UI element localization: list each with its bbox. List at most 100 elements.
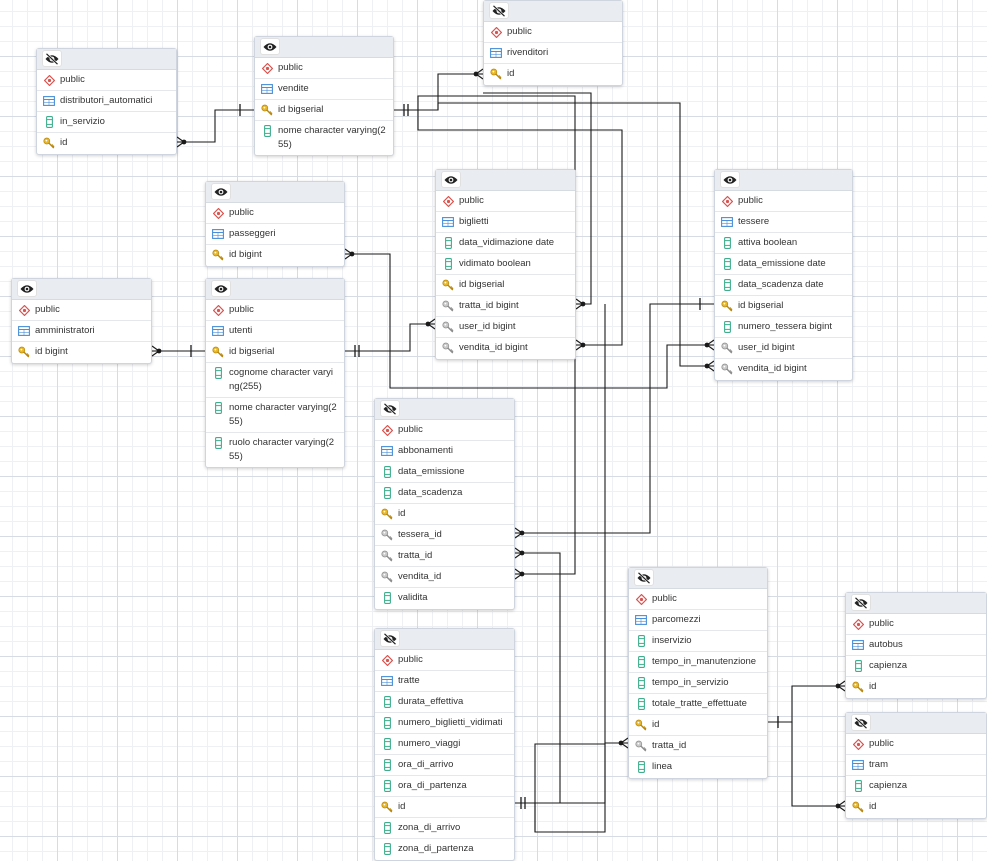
column-row[interactable]: ora_di_arrivo [375, 755, 514, 776]
eye-icon[interactable] [720, 171, 740, 188]
column-row[interactable]: id bigint [12, 342, 151, 363]
column-row[interactable]: tessera_id [375, 525, 514, 546]
column-row[interactable]: durata_effettiva [375, 692, 514, 713]
column-row[interactable]: id bigserial [206, 342, 344, 363]
table-name-row[interactable]: autobus [846, 635, 986, 656]
schema-row[interactable]: public [715, 191, 852, 212]
table-name-row[interactable]: abbonamenti [375, 441, 514, 462]
eye-slash-icon[interactable] [380, 630, 400, 647]
eye-slash-icon[interactable] [380, 400, 400, 417]
schema-row[interactable]: public [629, 589, 767, 610]
column-row[interactable]: tratta_id [375, 546, 514, 567]
column-row[interactable]: vendita_id bigint [436, 338, 575, 359]
column-row[interactable]: numero_biglietti_vidimati [375, 713, 514, 734]
table-name-row[interactable]: distributori_automatici [37, 91, 176, 112]
column-row[interactable]: id [37, 133, 176, 154]
column-row[interactable]: user_id bigint [715, 338, 852, 359]
column-row[interactable]: id [629, 715, 767, 736]
column-row[interactable]: vendita_id [375, 567, 514, 588]
column-row[interactable]: numero_tessera bigint [715, 317, 852, 338]
column-row[interactable]: data_scadenza date [715, 275, 852, 296]
table-name-row[interactable]: biglietti [436, 212, 575, 233]
column-row[interactable]: inservizio [629, 631, 767, 652]
column-row[interactable]: id [846, 677, 986, 698]
column-row[interactable]: data_scadenza [375, 483, 514, 504]
table-header[interactable] [436, 170, 575, 191]
column-row[interactable]: vendita_id bigint [715, 359, 852, 380]
column-row[interactable]: capienza [846, 656, 986, 677]
table-name-row[interactable]: amministratori [12, 321, 151, 342]
schema-row[interactable]: public [37, 70, 176, 91]
column-row[interactable]: id bigint [206, 245, 344, 266]
eye-icon[interactable] [441, 171, 461, 188]
schema-row[interactable]: public [846, 734, 986, 755]
column-row[interactable]: id bigserial [255, 100, 393, 121]
eye-slash-icon[interactable] [42, 50, 62, 67]
column-row[interactable]: id [846, 797, 986, 818]
table-header[interactable] [629, 568, 767, 589]
column-row[interactable]: nome character varying(255) [206, 398, 344, 433]
table-name-row[interactable]: passeggeri [206, 224, 344, 245]
column-row[interactable]: linea [629, 757, 767, 778]
table-name-row[interactable]: tram [846, 755, 986, 776]
schema-row[interactable]: public [206, 203, 344, 224]
eye-slash-icon[interactable] [489, 2, 509, 19]
column-row[interactable]: id [484, 64, 622, 85]
table-header[interactable] [375, 399, 514, 420]
table-header[interactable] [206, 279, 344, 300]
column-row[interactable]: tratta_id bigint [436, 296, 575, 317]
table-header[interactable] [846, 713, 986, 734]
column-row[interactable]: capienza [846, 776, 986, 797]
column-row[interactable]: id [375, 797, 514, 818]
column-row[interactable]: zona_di_arrivo [375, 818, 514, 839]
schema-row[interactable]: public [206, 300, 344, 321]
column-row[interactable]: id bigserial [715, 296, 852, 317]
column-row[interactable]: ora_di_partenza [375, 776, 514, 797]
column-row[interactable]: tempo_in_manutenzione [629, 652, 767, 673]
eye-slash-icon[interactable] [851, 594, 871, 611]
schema-row[interactable]: public [12, 300, 151, 321]
schema-row[interactable]: public [846, 614, 986, 635]
table-name-row[interactable]: rivenditori [484, 43, 622, 64]
table-header[interactable] [12, 279, 151, 300]
table-header[interactable] [255, 37, 393, 58]
column-row[interactable]: id bigserial [436, 275, 575, 296]
table-name-row[interactable]: utenti [206, 321, 344, 342]
column-row[interactable]: totale_tratte_effettuate [629, 694, 767, 715]
table-header[interactable] [484, 1, 622, 22]
table-header[interactable] [206, 182, 344, 203]
table-header[interactable] [846, 593, 986, 614]
table-name-row[interactable]: vendite [255, 79, 393, 100]
eye-slash-icon[interactable] [634, 569, 654, 586]
eye-slash-icon[interactable] [851, 714, 871, 731]
column-row[interactable]: zona_di_partenza [375, 839, 514, 860]
column-row[interactable]: nome character varying(255) [255, 121, 393, 155]
schema-row[interactable]: public [436, 191, 575, 212]
schema-row[interactable]: public [484, 22, 622, 43]
column-row[interactable]: numero_viaggi [375, 734, 514, 755]
eye-icon[interactable] [211, 183, 231, 200]
schema-row[interactable]: public [375, 420, 514, 441]
column-row[interactable]: ruolo character varying(255) [206, 433, 344, 467]
column-row[interactable]: cognome character varying(255) [206, 363, 344, 398]
table-name-row[interactable]: parcomezzi [629, 610, 767, 631]
column-row[interactable]: attiva boolean [715, 233, 852, 254]
eye-icon[interactable] [17, 280, 37, 297]
table-name-row[interactable]: tratte [375, 671, 514, 692]
column-row[interactable]: in_servizio [37, 112, 176, 133]
eye-icon[interactable] [211, 280, 231, 297]
schema-row[interactable]: public [255, 58, 393, 79]
table-header[interactable] [37, 49, 176, 70]
table-header[interactable] [375, 629, 514, 650]
